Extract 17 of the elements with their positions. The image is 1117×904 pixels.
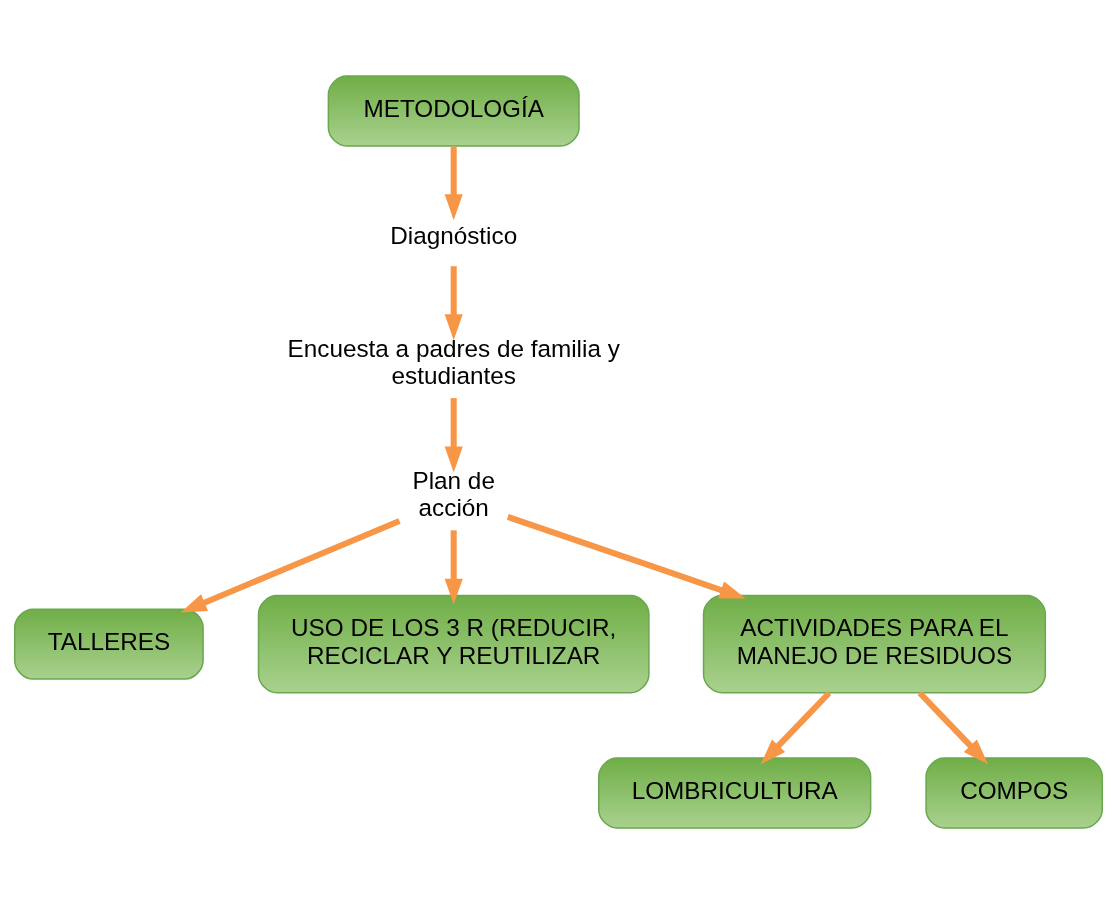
node-text: Plan de acción (412, 466, 495, 522)
arrow (444, 266, 463, 341)
arrow (444, 530, 463, 605)
node-box: COMPOS (925, 757, 1103, 829)
arrow (760, 690, 832, 765)
node-box: USO DE LOS 3 R (REDUCIR, RECICLAR Y REUTILIZAR (257, 594, 650, 694)
node-box: TALLERES (14, 608, 204, 680)
arrow (506, 514, 746, 599)
node-text: Encuesta a padres de familia y estudiantes (287, 334, 620, 390)
arrow (917, 690, 989, 765)
arrow (444, 146, 463, 221)
node-box: ACTIVIDADES PARA EL MANEJO DE RESIDUOS (702, 594, 1047, 694)
node-text: Diagnóstico (390, 222, 518, 250)
node-box: LOMBRICULTURA (598, 757, 872, 829)
node-box: METODOLOGÍA (327, 75, 580, 147)
arrow (444, 398, 463, 473)
arrow (180, 518, 401, 613)
